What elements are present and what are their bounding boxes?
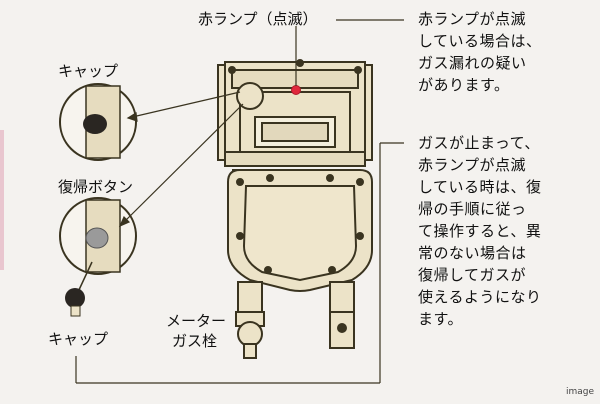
gas-leak-note-line-3: ガス漏れの疑い <box>418 54 527 72</box>
display-inner <box>261 122 329 142</box>
reset-button-callout <box>59 197 137 275</box>
edge-band <box>0 130 4 270</box>
recovery-note-line-8: 使えるようになり <box>418 288 542 306</box>
reset-button-label: 復帰ボタン <box>58 178 134 196</box>
cap-bottom-label: キャップ <box>48 330 109 348</box>
image-watermark: image <box>565 387 594 397</box>
left-pipe <box>237 281 263 313</box>
gas-leak-note-line-1: 赤ランプが点滅 <box>418 10 527 28</box>
red-lamp <box>291 85 301 95</box>
gas-leak-note-line-4: があります。 <box>418 76 510 94</box>
reset-unit <box>236 82 264 110</box>
right-pipe <box>329 281 355 313</box>
recovery-note: ガスが止まって、赤ランプが点滅している時は、復帰の手順に従って操作すると、異常の… <box>418 132 542 330</box>
recovery-note-line-9: ます。 <box>418 310 464 328</box>
gas-leak-note: 赤ランプが点滅している場合は、ガス漏れの疑いがあります。 <box>418 8 542 96</box>
recovery-note-line-4: 帰の手順に従っ <box>418 200 527 218</box>
meter-valve-label-2: ガス栓 <box>172 332 218 350</box>
meter-valve-label-1: メーター <box>166 312 227 330</box>
cap-removed-dark <box>65 288 85 308</box>
cap-top-label: キャップ <box>58 62 119 80</box>
leader-lines <box>75 19 404 384</box>
red-lamp-label: 赤ランプ（点滅） <box>198 10 318 28</box>
cap-dark <box>83 114 107 134</box>
meter-mid-band <box>224 151 366 167</box>
recovery-note-line-1: ガスが止まって、 <box>418 134 540 152</box>
recovery-note-line-5: て操作すると、異 <box>418 222 542 240</box>
gas-leak-note-line-2: している場合は、 <box>418 32 542 50</box>
reset-button-gray <box>85 227 109 249</box>
meter-gas-valve <box>237 321 263 347</box>
recovery-note-line-2: 赤ランプが点滅 <box>418 156 527 174</box>
cap-detail-callout <box>59 83 137 161</box>
meter-lower-panel <box>242 185 358 282</box>
recovery-note-line-7: 復帰してガスが <box>418 266 527 284</box>
meter-right-rail <box>364 64 373 161</box>
gas-meter <box>217 59 373 359</box>
recovery-note-line-6: 常のない場合は <box>418 244 527 262</box>
recovery-note-line-3: している時は、復 <box>418 178 542 196</box>
meter-left-rail <box>217 64 226 161</box>
removed-cap <box>65 261 93 317</box>
